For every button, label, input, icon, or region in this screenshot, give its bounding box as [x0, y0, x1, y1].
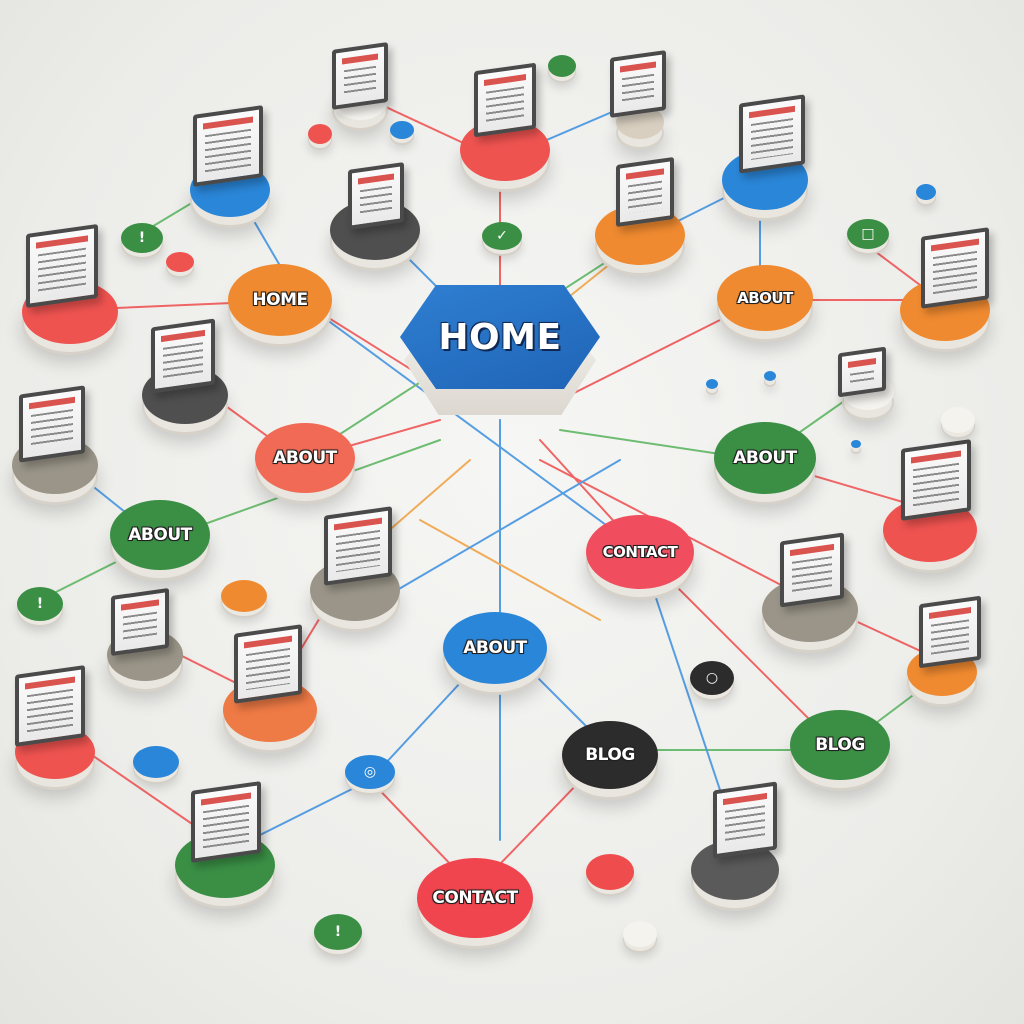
node-blog[interactable]: BLOG	[562, 721, 658, 789]
page-screen-icon	[838, 346, 886, 398]
link-dot[interactable]	[221, 580, 267, 612]
hub-label: HOME	[438, 316, 562, 358]
link-dot[interactable]	[623, 921, 657, 947]
link-dot[interactable]	[764, 371, 776, 381]
link-dot-glyph: □	[861, 226, 875, 242]
wire	[299, 299, 641, 551]
node-about[interactable]: ABOUT	[717, 265, 813, 331]
page-screen-icon	[919, 595, 981, 669]
node-label: BLOG	[815, 735, 865, 755]
link-dot-glyph: ◎	[363, 764, 377, 780]
node-label: ABOUT	[737, 289, 793, 307]
link-dot[interactable]	[916, 184, 936, 200]
page-screen-icon	[739, 94, 805, 174]
node-label: CONTACT	[432, 888, 518, 908]
page-screen-icon	[921, 227, 989, 309]
hub-top: HOME	[400, 285, 600, 389]
page-screen-icon	[332, 42, 388, 110]
page-screen-icon	[111, 587, 169, 657]
node-label: ABOUT	[128, 525, 192, 545]
page-screen-icon	[26, 223, 98, 309]
link-dot-glyph: !	[36, 596, 44, 612]
link-dot[interactable]	[166, 252, 194, 272]
node-label: ABOUT	[273, 448, 337, 468]
link-dot-glyph: ✓	[496, 228, 508, 244]
node-contact[interactable]: CONTACT	[586, 515, 694, 589]
node-about[interactable]: ABOUT	[110, 500, 210, 570]
link-dot[interactable]: ◎	[345, 755, 395, 789]
node-about[interactable]: ABOUT	[255, 423, 355, 493]
node-label: ABOUT	[733, 448, 797, 468]
link-dot[interactable]	[548, 55, 576, 77]
node-label: HOME	[252, 290, 308, 310]
page-screen-icon	[15, 665, 85, 747]
page-screen-icon	[193, 105, 263, 187]
link-dot[interactable]	[308, 124, 332, 144]
page-screen-icon	[19, 385, 85, 463]
node-contact[interactable]: CONTACT	[417, 858, 533, 938]
node-label: CONTACT	[602, 543, 678, 561]
link-dot[interactable]: !	[121, 223, 163, 253]
link-dot[interactable]	[706, 379, 718, 389]
node-about[interactable]: ABOUT	[714, 422, 816, 494]
node-home[interactable]: HOME	[228, 264, 332, 336]
link-dot[interactable]	[133, 746, 179, 778]
link-dot[interactable]	[586, 854, 634, 890]
link-dot-glyph: !	[334, 924, 342, 940]
node-about[interactable]: ABOUT	[443, 612, 547, 684]
page-screen-icon	[901, 439, 971, 521]
page-screen-icon	[610, 50, 666, 118]
node-label: ABOUT	[463, 638, 527, 658]
node-blog[interactable]: BLOG	[790, 710, 890, 780]
page-screen-icon	[474, 62, 536, 138]
link-dot[interactable]	[851, 440, 861, 448]
wire	[419, 519, 601, 621]
link-dot[interactable]: ✓	[482, 222, 522, 250]
link-dot-glyph: !	[138, 230, 146, 246]
page-screen-icon	[713, 781, 777, 859]
page-screen-icon	[151, 318, 215, 394]
wire	[639, 549, 841, 751]
link-dot[interactable]	[390, 121, 414, 139]
page-screen-icon	[616, 156, 674, 228]
link-dot[interactable]: ○	[690, 661, 734, 695]
page-screen-icon	[324, 506, 392, 586]
link-dot[interactable]: !	[17, 587, 63, 621]
page-screen-icon	[191, 781, 261, 863]
wire	[379, 459, 621, 601]
page-screen-icon	[234, 624, 302, 704]
page-screen-icon	[348, 162, 404, 230]
link-dot[interactable]: □	[847, 219, 889, 249]
link-dot[interactable]: !	[314, 914, 362, 950]
page-screen-icon	[780, 532, 844, 608]
node-home-hub[interactable]: HOME	[400, 285, 600, 415]
link-dot-glyph: ○	[705, 670, 719, 686]
node-label: BLOG	[585, 745, 635, 765]
link-dot[interactable]	[941, 407, 975, 433]
